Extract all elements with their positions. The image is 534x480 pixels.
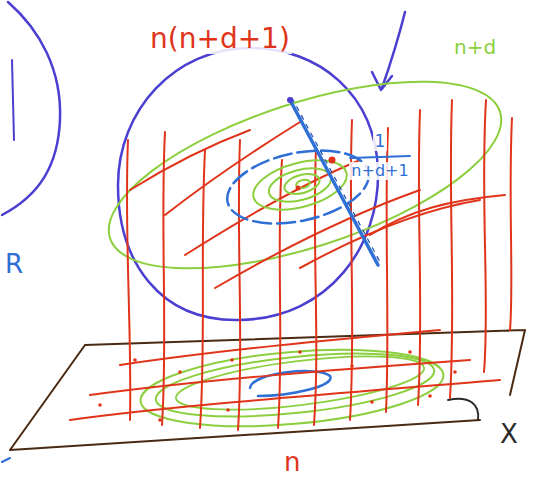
math-label: n bbox=[282, 448, 302, 476]
math-label: n+d bbox=[452, 36, 498, 58]
math-label: n+d+1 bbox=[349, 162, 410, 180]
math-label: n(n+d+1) bbox=[148, 24, 292, 54]
math-label: X bbox=[498, 420, 520, 448]
math-label: R bbox=[3, 250, 25, 278]
math-label: 1 bbox=[373, 132, 388, 151]
